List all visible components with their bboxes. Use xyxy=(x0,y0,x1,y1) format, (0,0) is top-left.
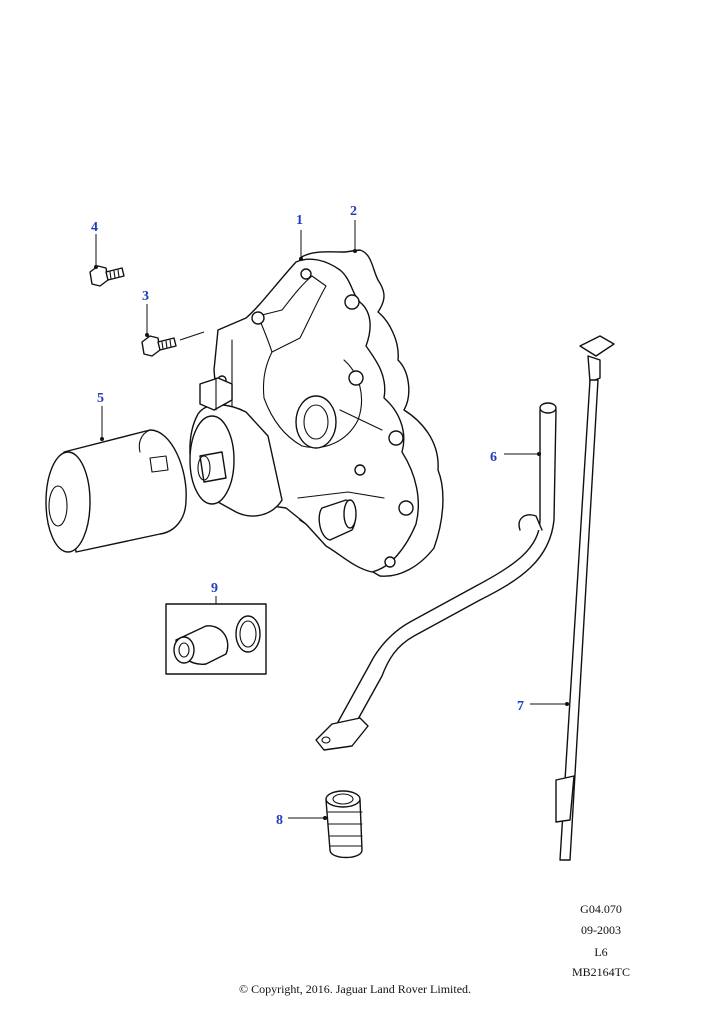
bolt-part-3 xyxy=(141,331,205,357)
callout-3: 3 xyxy=(142,289,149,304)
seal-kit-part-9 xyxy=(165,603,267,675)
callout-numbers: 1 2 3 4 5 6 7 8 9 xyxy=(91,204,524,828)
callout-7: 7 xyxy=(517,699,524,714)
dipstick-part-7 xyxy=(555,335,615,861)
callout-6: 6 xyxy=(490,450,497,465)
callout-9: 9 xyxy=(211,581,218,596)
callout-4: 4 xyxy=(91,220,98,235)
oil-filter-part-5 xyxy=(45,429,187,553)
reference-code: G04.070 xyxy=(580,902,622,916)
adaptor-part-8 xyxy=(325,790,363,859)
reference-date: 09-2003 xyxy=(581,923,621,937)
callout-2: 2 xyxy=(350,204,357,219)
callout-1: 1 xyxy=(296,213,303,228)
bolt-part-4 xyxy=(89,265,125,287)
reference-variant: L6 xyxy=(594,945,608,959)
leader-lines xyxy=(94,220,569,820)
filter-mount-boss xyxy=(189,377,283,517)
callout-8: 8 xyxy=(276,813,283,828)
dipstick-tube-part-6 xyxy=(315,402,557,751)
callout-5: 5 xyxy=(97,391,104,406)
copyright-notice: © Copyright, 2016. Jaguar Land Rover Lim… xyxy=(238,982,472,996)
reference-drawing-number: MB2164TC xyxy=(571,965,630,979)
